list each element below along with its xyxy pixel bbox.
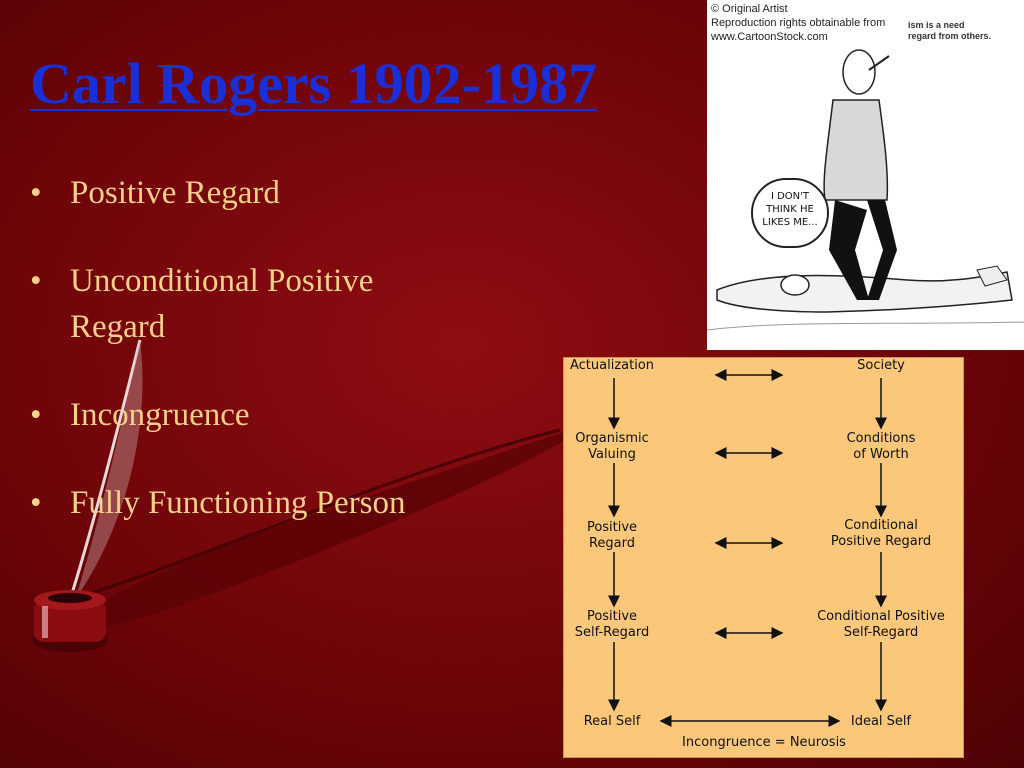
node-conditions-of-worth: Conditions of Worth [846,431,916,462]
bullet-item: • Positive Regard [30,170,550,216]
bullet-list: • Positive Regard • Unconditional Positi… [30,170,550,568]
node-conditional-positive-regard: Conditional Positive Regard [830,518,932,549]
node-society: Society [857,358,905,373]
diagram-footer: Incongruence = Neurosis [682,735,846,750]
node-positive-regard: Positive Regard [586,520,638,551]
node-positive-self-regard: Positive Self-Regard [574,609,650,640]
cartoon-drawing [707,49,1024,331]
bullet-text: Positive Regard [70,175,280,211]
node-conditional-positive-self-regard: Conditional Positive Self-Regard [817,609,945,640]
slide-title[interactable]: Carl Rogers 1902-1987 [30,51,598,116]
cartoon-image: © Original Artist Reproduction rights ob… [707,0,1024,350]
bullet-symbol: • [30,397,42,433]
node-organismic-valuing: Organismic Valuing [575,431,649,462]
bullet-symbol: • [30,485,42,521]
speech-bubble: I DON'T THINK HE LIKES ME... [751,178,829,248]
node-real-self: Real Self [583,714,641,729]
rogers-diagram: Actualization Organismic Valuing Positiv… [563,357,964,758]
bullet-text: Incongruence [70,397,250,433]
bullet-text: Unconditional Positive Regard [70,263,374,345]
node-ideal-self: Ideal Self [850,714,912,729]
quill-inkwell-decoration [32,339,600,652]
bullet-item: • Unconditional Positive Regard [30,258,550,350]
cartoon-credit: © Original Artist Reproduction rights ob… [711,3,886,43]
bullet-text: Fully Functioning Person [70,485,406,521]
bullet-item: • Fully Functioning Person [30,480,550,526]
diagram-arrows [608,369,887,727]
bullet-symbol: • [30,263,42,299]
bullet-item: • Incongruence [30,392,550,438]
node-actualization: Actualization [569,358,655,373]
cartoon-caption: ism is a need regard from others. [908,20,992,41]
bullet-symbol: • [30,175,42,211]
